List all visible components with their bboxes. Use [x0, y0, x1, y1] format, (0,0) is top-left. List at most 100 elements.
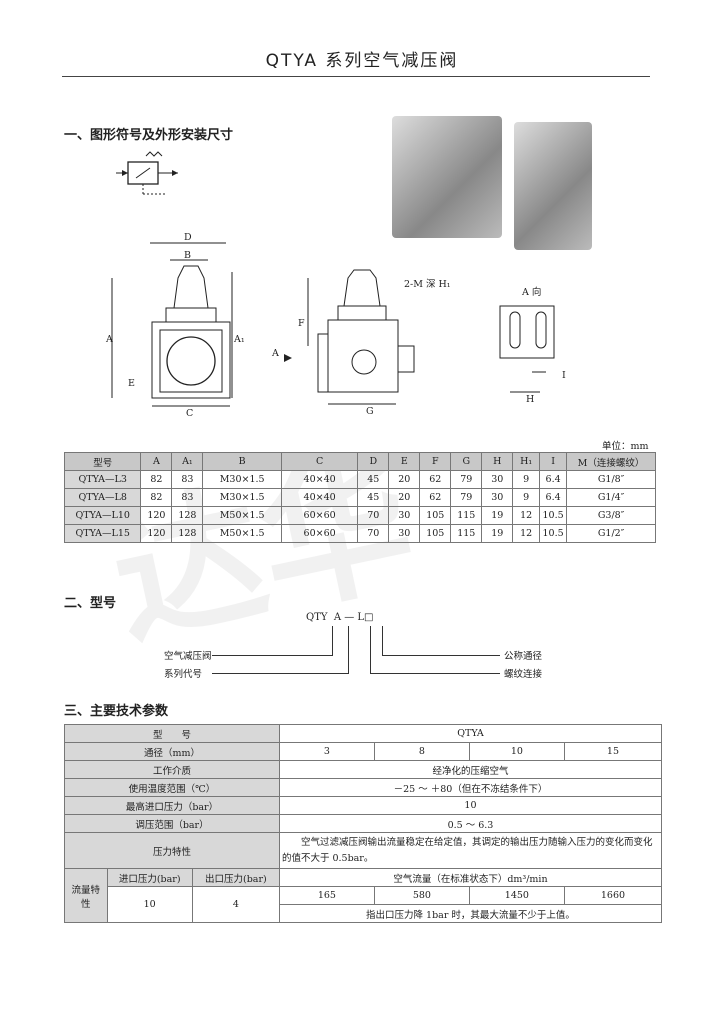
- table-cell: M50×1.5: [202, 524, 282, 543]
- table-cell: 115: [450, 524, 483, 543]
- table-cell: 20: [388, 470, 421, 489]
- header-cell: D: [357, 452, 390, 471]
- spec-label-type: 型 号: [64, 724, 280, 743]
- table-cell: G1/8″: [566, 470, 656, 489]
- spec-value-bore: 15: [563, 742, 663, 761]
- product-photo-front: [514, 122, 592, 250]
- table-cell: 10.5: [539, 506, 568, 525]
- leader-line: [370, 673, 500, 674]
- leader-line: [382, 655, 500, 656]
- dim-label-B: B: [184, 250, 191, 261]
- leader-line: [332, 626, 333, 656]
- table-cell: QTYA—L10: [63, 506, 142, 525]
- table-row: QTYA—L3 82 83 M30×1.5 40×40 45 20 62 79 …: [63, 470, 656, 489]
- table-cell: 9: [512, 488, 541, 507]
- table-cell: QTYA—L8: [63, 488, 142, 507]
- table-row: 压力特性 空气过滤减压阀输出流量稳定在给定值，其调定的输出压力随输入压力的变化而…: [64, 832, 663, 869]
- spec-label-pressure-char: 压力特性: [64, 832, 280, 869]
- header-cell: H₁: [512, 452, 541, 471]
- table-cell: 62: [419, 470, 452, 489]
- header-cell: A₁: [171, 452, 204, 471]
- spec-table: 型 号 QTYA 通径（mm） 3 8 10 15 工作介质 经净化的压缩空气 …: [64, 724, 663, 923]
- leader-line: [382, 626, 383, 656]
- header-cell: G: [450, 452, 483, 471]
- table-cell: 83: [171, 488, 204, 507]
- table-cell: G1/2″: [566, 524, 656, 543]
- table-cell: 30: [481, 488, 514, 507]
- view-A-drawing: [499, 305, 555, 393]
- side-view-drawing: [284, 269, 415, 405]
- spec-value-type: QTYA: [278, 724, 663, 743]
- dim-label-C: C: [186, 408, 194, 419]
- unit-label: 单位：mm: [602, 441, 649, 452]
- dim-label-E: E: [128, 378, 135, 389]
- spec-value-flow: 580: [373, 886, 470, 905]
- spec-value-flow: 165: [278, 886, 375, 905]
- dim-label-H: H: [526, 394, 535, 405]
- model-code: QTY A — L□: [306, 612, 374, 623]
- dim-label-arrow-A: A: [272, 348, 279, 359]
- spec-value-inlet-p: 10: [106, 886, 193, 923]
- leader-line: [212, 655, 332, 656]
- table-cell: 60×60: [280, 506, 359, 525]
- spec-label-bore: 通径（mm）: [64, 742, 280, 761]
- leader-line: [348, 626, 349, 674]
- header-cell: H: [481, 452, 514, 471]
- spec-label-inlet: 最高进口压力（bar）: [64, 796, 280, 815]
- table-row: QTYA—L10 120 128 M50×1.5 60×60 70 30 105…: [63, 506, 656, 525]
- table-cell: 10.5: [539, 524, 568, 543]
- spec-flow-header: 空气流量（在标准状态下）dm³/min: [278, 868, 663, 887]
- header-cell: M（连接螺纹）: [566, 452, 656, 471]
- table-cell: G1/4″: [566, 488, 656, 507]
- table-cell: 30: [388, 506, 421, 525]
- table-cell: 12: [512, 506, 541, 525]
- table-cell: 105: [419, 506, 452, 525]
- table-cell: 128: [171, 524, 204, 543]
- spec-value-medium: 经净化的压缩空气: [278, 760, 663, 779]
- table-cell: 115: [450, 506, 483, 525]
- table-cell: 70: [357, 506, 390, 525]
- valve-symbol-icon: [116, 151, 178, 195]
- table-cell: 82: [140, 470, 173, 489]
- spec-value-pressure-char: 空气过滤减压阀输出流量稳定在给定值，其调定的输出压力随输入压力的变化而变化的值不…: [278, 832, 663, 869]
- spec-value-outlet-p: 4: [191, 886, 280, 923]
- model-label-series: 系列代号: [164, 669, 203, 680]
- spec-flow-note: 指出口压力降 1bar 时，其最大流量不少于上值。: [278, 904, 663, 923]
- spec-label-outlet-p: 出口压力(bar): [191, 868, 280, 887]
- table-cell: 79: [450, 488, 483, 507]
- table-cell: M30×1.5: [202, 470, 282, 489]
- header-cell: C: [280, 452, 359, 471]
- dim-label-I: I: [562, 370, 566, 381]
- front-view-drawing: [111, 242, 233, 407]
- table-cell: 40×40: [280, 488, 359, 507]
- table-cell: 82: [140, 488, 173, 507]
- table-cell: 62: [419, 488, 452, 507]
- table-row: 流量特性 进口压力(bar) 出口压力(bar) 空气流量（在标准状态下）dm³…: [64, 868, 663, 923]
- table-cell: 30: [481, 470, 514, 489]
- table-row: 工作介质 经净化的压缩空气: [64, 760, 663, 779]
- spec-label-medium: 工作介质: [64, 760, 280, 779]
- table-cell: 6.4: [539, 488, 568, 507]
- table-row: QTYA—L8 82 83 M30×1.5 40×40 45 20 62 79 …: [63, 488, 656, 507]
- section-1-heading: 一、图形符号及外形安装尺寸: [64, 128, 234, 143]
- spec-value-bore: 10: [468, 742, 565, 761]
- header-cell: E: [388, 452, 421, 471]
- table-row: QTYA—L15 120 128 M50×1.5 60×60 70 30 105…: [63, 524, 656, 543]
- table-cell: 45: [357, 488, 390, 507]
- dimension-table-header: 型号 A A₁ B C D E F G H H₁ I M（连接螺纹）: [63, 452, 656, 471]
- title-rule: [62, 76, 650, 77]
- table-cell: 9: [512, 470, 541, 489]
- model-label-bore: 公称通径: [504, 651, 543, 662]
- spec-label-temp: 使用温度范围（℃）: [64, 778, 280, 797]
- table-cell: 30: [388, 524, 421, 543]
- table-row: 调压范围（bar） 0.5 ～ 6.3: [64, 814, 663, 833]
- dim-label-D: D: [184, 232, 192, 243]
- header-cell: A: [140, 452, 173, 471]
- spec-value-flow: 1450: [468, 886, 565, 905]
- leader-line: [370, 626, 371, 674]
- spec-value-temp: －25 ～ ＋80（但在不冻结条件下）: [278, 778, 663, 797]
- dim-label-A1: A₁: [234, 334, 245, 345]
- header-cell: I: [539, 452, 568, 471]
- spec-value-adjust: 0.5 ～ 6.3: [278, 814, 663, 833]
- dim-label-F: F: [298, 318, 305, 329]
